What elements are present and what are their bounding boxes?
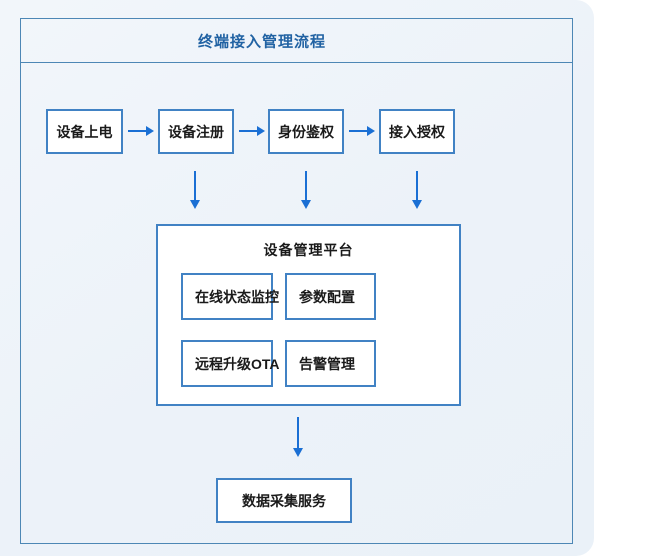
step-label: 接入授权 [389, 123, 445, 140]
step-label: 身份鉴权 [278, 123, 334, 140]
module-label: 在线状态监控 [195, 288, 279, 305]
step-label: 设备注册 [168, 123, 224, 140]
arrow-head-icon [146, 126, 154, 136]
module-node-parameter-config: 参数配置 [285, 273, 376, 320]
arrow-head-icon [367, 126, 375, 136]
module-node-remote-upgrade-ota: 远程升级OTA [181, 340, 280, 387]
flowchart-frame: 终端接入管理流程 设备上电 设备注册 身份鉴权 接入授权 设备管理平台 在线状态… [20, 18, 573, 544]
flowchart-title: 终端接入管理流程 [197, 33, 327, 51]
arrow-right-icon [128, 126, 154, 136]
module-node-alarm-management: 告警管理 [285, 340, 376, 387]
step-node-access-authorize: 接入授权 [379, 109, 455, 154]
sink-label: 数据采集服务 [242, 492, 326, 509]
step-node-identity-auth: 身份鉴权 [268, 109, 344, 154]
step-label: 设备上电 [56, 123, 113, 140]
sink-node-data-collection-service: 数据采集服务 [216, 478, 352, 523]
arrow-head-icon [293, 448, 303, 457]
arrow-down-icon [190, 171, 200, 209]
arrow-right-icon [239, 126, 265, 136]
module-label: 远程升级OTA [195, 355, 280, 372]
arrow-down-icon [293, 417, 303, 457]
arrow-head-icon [190, 200, 200, 209]
step-node-device-power-on: 设备上电 [46, 109, 123, 154]
arrow-down-icon [301, 171, 311, 209]
module-label: 告警管理 [299, 355, 355, 372]
arrow-down-icon [412, 171, 422, 209]
arrow-head-icon [412, 200, 422, 209]
module-node-online-status-monitor: 在线状态监控 [181, 273, 279, 320]
module-label: 参数配置 [299, 288, 355, 305]
step-node-device-register: 设备注册 [158, 109, 234, 154]
flowchart-title-bar: 终端接入管理流程 [21, 19, 572, 63]
arrow-head-icon [301, 200, 311, 209]
platform-title: 设备管理平台 [263, 242, 354, 258]
arrow-head-icon [257, 126, 265, 136]
arrow-right-icon [349, 126, 375, 136]
platform-container: 设备管理平台 在线状态监控 参数配置 远程升级OTA 告警管理 [156, 224, 461, 406]
diagram-canvas: 终端接入管理流程 设备上电 设备注册 身份鉴权 接入授权 设备管理平台 在线状态… [0, 0, 594, 556]
